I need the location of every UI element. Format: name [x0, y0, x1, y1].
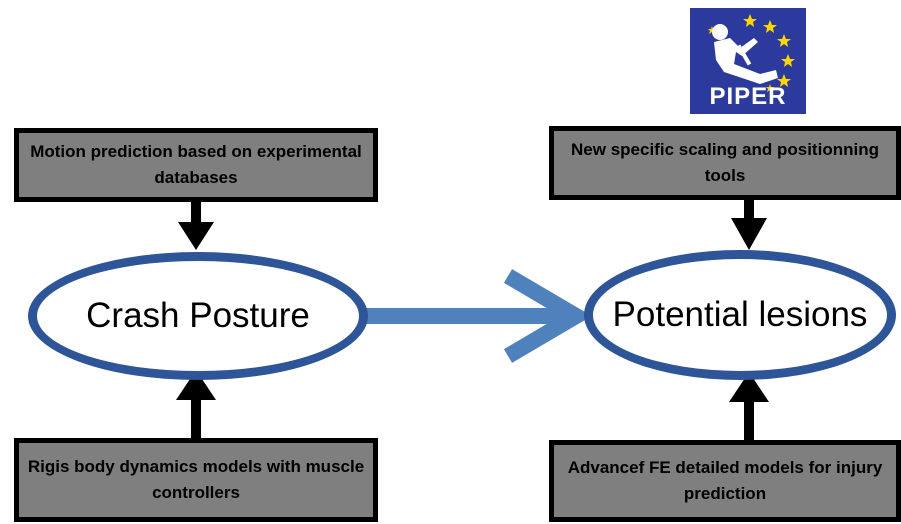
piper-logo: PIPER: [690, 8, 806, 114]
crash-posture-label: Crash Posture: [86, 296, 310, 335]
scaling-positioning-label: New specific scaling and positionning to…: [571, 140, 879, 185]
rigid-body-dynamics-box: Rigis body dynamics models with muscle c…: [14, 438, 378, 522]
arrow-up-right: [729, 372, 769, 440]
seated-figure: [712, 24, 778, 84]
potential-lesions-label: Potential lesions: [612, 295, 868, 334]
rigid-body-dynamics-label: Rigis body dynamics models with muscle c…: [27, 457, 365, 502]
arrow-crash-to-lesions: [350, 269, 592, 363]
seated-person-icon: [708, 14, 795, 92]
motion-prediction-label: Motion prediction based on experimental …: [30, 142, 362, 187]
fe-detailed-models-label: Advancef FE detailed models for injury p…: [567, 458, 883, 503]
logo-wordmark: PIPER: [709, 83, 787, 110]
potential-lesions-node: Potential lesions: [584, 250, 896, 380]
arrow-down-left: [178, 196, 214, 250]
fe-detailed-models-box: Advancef FE detailed models for injury p…: [549, 440, 901, 522]
scaling-positioning-box: New specific scaling and positionning to…: [549, 126, 901, 200]
arrow-up-left: [176, 370, 216, 440]
arrow-down-right: [731, 194, 767, 250]
crash-posture-node: Crash Posture: [28, 252, 368, 380]
motion-prediction-box: Motion prediction based on experimental …: [14, 128, 378, 202]
